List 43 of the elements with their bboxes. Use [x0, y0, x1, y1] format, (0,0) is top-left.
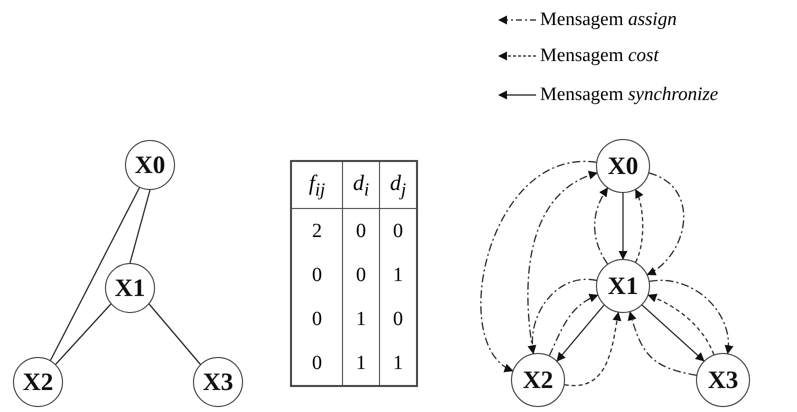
connector-line	[50, 187, 140, 361]
table-cell: 0	[291, 341, 342, 386]
column-header: d$_{i}$	[342, 161, 380, 208]
table-cell: 0	[342, 208, 380, 253]
table-cell: 0	[380, 297, 417, 341]
arrow	[564, 312, 622, 386]
connector-line	[129, 190, 151, 264]
arrow	[480, 162, 596, 372]
table-cell: 2	[291, 208, 342, 253]
table-cell: 1	[342, 297, 380, 341]
arrow	[618, 193, 628, 260]
connector-line	[148, 304, 201, 365]
table-cell: 1	[380, 341, 417, 386]
table-cell: 1	[342, 341, 380, 386]
arrow	[556, 304, 604, 362]
arrow	[548, 294, 598, 356]
variable-node: X1	[105, 263, 155, 313]
arrow	[594, 187, 608, 264]
variable-node: X0	[125, 140, 175, 190]
table-cell: 1	[380, 253, 417, 297]
arrow	[650, 280, 733, 354]
table-cell: 0	[342, 253, 380, 297]
connector-line	[55, 304, 112, 365]
table-cell: 0	[291, 253, 342, 297]
arrow	[646, 172, 684, 276]
variable-node: X1	[596, 259, 650, 313]
legend-label: Mensagem cost	[540, 46, 659, 65]
arrow	[628, 311, 697, 376]
arrow	[528, 278, 597, 354]
table-cell: 0	[291, 297, 342, 341]
column-header: f$_{ij}$	[291, 161, 342, 208]
column-header: d$_{j}$	[380, 161, 417, 208]
arrow	[634, 189, 644, 262]
variable-node: X3	[696, 353, 750, 407]
variable-node: X2	[13, 357, 63, 407]
table-cell: 0	[380, 208, 417, 253]
variable-node: X0	[596, 139, 650, 193]
arrow	[648, 294, 714, 355]
legend-label: Mensagem synchronize	[540, 85, 718, 104]
legend-label: Mensagem assign	[540, 10, 677, 29]
arrow	[642, 304, 705, 362]
variable-node: X3	[193, 357, 243, 407]
variable-node: X2	[511, 353, 565, 407]
